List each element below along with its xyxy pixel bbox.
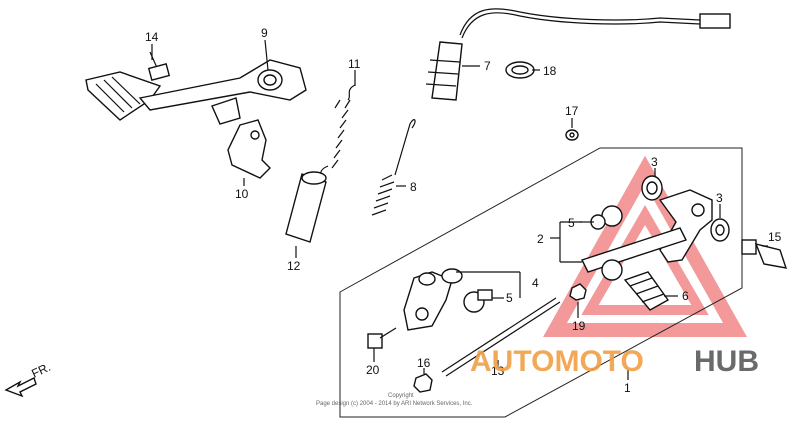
spring-8 xyxy=(371,119,416,216)
callout-18: 18 xyxy=(543,64,557,78)
brake-pedal xyxy=(85,59,307,125)
leader-lines xyxy=(151,39,768,380)
callout-4: 4 xyxy=(532,276,539,290)
rod-13 xyxy=(441,297,561,377)
spring-11 xyxy=(320,84,356,179)
callout-3a: 3 xyxy=(651,155,658,169)
callout-12: 12 xyxy=(287,259,301,273)
callout-14: 14 xyxy=(145,30,159,44)
callout-9: 9 xyxy=(261,26,268,40)
callout-10: 10 xyxy=(235,187,249,201)
watermark-text-right: HUB xyxy=(694,345,759,378)
callout-1: 1 xyxy=(624,381,631,395)
bushing-3b xyxy=(710,218,730,242)
callout-6: 6 xyxy=(682,289,689,303)
nut-16 xyxy=(413,373,433,393)
bolt-15 xyxy=(741,239,788,269)
assembly-outline xyxy=(339,147,743,418)
front-arrow-icon xyxy=(4,377,37,398)
pin-5 xyxy=(463,289,493,313)
bushing-3a xyxy=(641,175,663,201)
clip-18 xyxy=(505,61,535,79)
callout-7: 7 xyxy=(484,59,491,73)
boot-6 xyxy=(623,271,670,311)
arm-2 xyxy=(581,189,713,281)
direction-label: FR. xyxy=(29,360,52,381)
copyright-notice: Copyright Page design (c) 2004 - 2014 by… xyxy=(316,393,473,407)
nut-19 xyxy=(569,283,587,301)
callout-20: 20 xyxy=(366,363,380,377)
watermark-text: AUTOMOTO HUB xyxy=(470,345,759,378)
callout-15: 15 xyxy=(768,230,782,244)
brake-switch-7 xyxy=(425,8,731,101)
callout-17: 17 xyxy=(565,104,579,118)
callout-2: 2 xyxy=(537,232,544,246)
clevis-4 xyxy=(403,268,463,331)
copyright-line-2: Page design (c) 2004 - 2014 by ARI Netwo… xyxy=(316,401,473,407)
bolt-20 xyxy=(367,327,397,349)
callout-13: 13 xyxy=(491,364,505,378)
direction-indicator: FR. xyxy=(4,360,53,398)
copyright-line-1: Copyright xyxy=(388,393,414,399)
bolt-14 xyxy=(147,51,171,81)
callout-labels: 1 2 3 3 4 5 5 6 7 8 9 10 11 12 13 14 15 … xyxy=(145,26,782,395)
callout-11: 11 xyxy=(348,57,361,71)
callout-8: 8 xyxy=(410,180,417,194)
callout-19: 19 xyxy=(572,319,586,333)
callout-3b: 3 xyxy=(716,191,723,205)
callout-16: 16 xyxy=(417,356,431,370)
washer-17 xyxy=(565,129,579,141)
callout-5a: 5 xyxy=(568,216,575,230)
watermark-text-left: AUTOMOTO xyxy=(470,345,644,378)
sleeve-12 xyxy=(285,171,327,243)
bracket-10 xyxy=(227,119,271,179)
callout-5b: 5 xyxy=(506,291,513,305)
